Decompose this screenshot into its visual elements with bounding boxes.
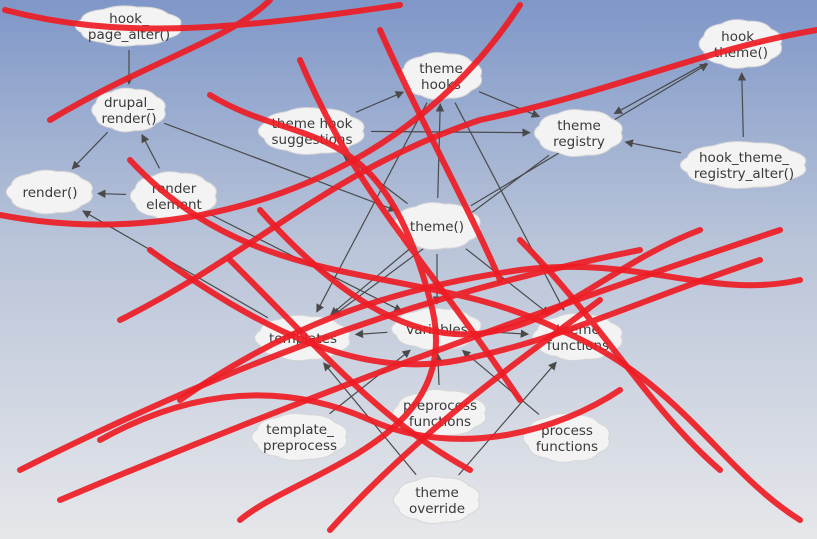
edge-render-element-to-drupal-render [141, 133, 161, 169]
red-scribble-stroke [177, 263, 803, 533]
edge-process-functions-to-variables [461, 349, 540, 415]
cloud-shape [679, 140, 807, 190]
node-label-line: hook_ [109, 11, 149, 27]
node-label-line: drupal_ [104, 95, 154, 111]
edge-theme-hooks-to-theme-functions [454, 102, 565, 311]
edge-theme-override-to-theme-functions [458, 361, 557, 476]
node-label-line: theme [419, 61, 463, 77]
red-scribble-stroke [147, 237, 763, 473]
red-scribble-stroke [0, 0, 523, 228]
edge-render-element-to-render [97, 189, 127, 198]
cloud-shape [91, 87, 166, 133]
edge-hook-theme-registry-alter-to-hook-theme [737, 72, 747, 138]
node-hook-theme-registry-alter: hook_theme_registry_alter() [679, 140, 807, 190]
edge-drupal-render-to-theme-fn [164, 122, 397, 212]
node-label-line: process [541, 423, 593, 439]
node-label-line: registry [553, 134, 605, 150]
node-template-preprocess: template_preprocess [251, 412, 348, 462]
node-label-line: theme [415, 485, 459, 501]
node-label-line: override [409, 501, 465, 517]
node-label-line: template_ [266, 422, 334, 438]
edge-theme-hooks-to-theme-registry [478, 91, 541, 118]
edge-drupal-render-to-render [71, 131, 109, 170]
edge-hook-theme-to-theme-registry [613, 62, 707, 115]
node-drupal-render: drupal_render() [91, 87, 166, 133]
node-label-line: functions [536, 439, 598, 455]
edge-theme-hooks-to-templates [316, 102, 428, 313]
cloud-shape [5, 169, 93, 215]
node-render: render() [5, 169, 93, 215]
edge-variables-to-templates [354, 329, 388, 339]
node-label-line: render() [22, 185, 77, 201]
red-scribble-stroke [227, 207, 703, 473]
edge-theme-fn-to-templates [329, 248, 410, 316]
node-label-line: hook_theme_ [699, 150, 789, 166]
red-scribble-stroke [97, 27, 623, 443]
node-label-line: preprocess [263, 438, 337, 454]
cloud-shape [251, 412, 348, 462]
node-label-line: functions [547, 338, 609, 354]
node-label-line: registry_alter() [694, 166, 794, 182]
cloud-shape [533, 108, 623, 158]
edge-theme-hook-suggestions-to-theme-hooks [355, 91, 405, 113]
node-label-line: theme [557, 118, 601, 134]
edge-preprocess-functions-to-variables [433, 353, 443, 386]
node-label-line: render() [101, 111, 156, 127]
edge-hook-theme-registry-alter-to-theme-registry [624, 139, 682, 154]
cloud-shape [392, 475, 480, 525]
node-label-line: theme() [410, 219, 464, 235]
